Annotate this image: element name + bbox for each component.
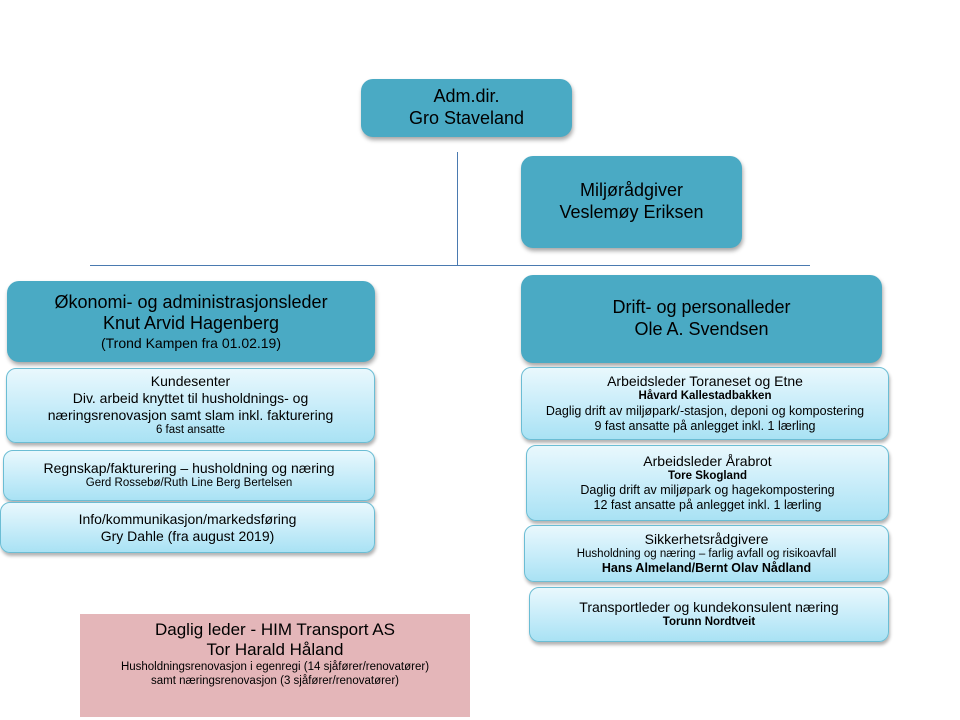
unit-line: Husholdning og næring – farlig avfall og…: [576, 547, 837, 560]
unit-line: næringsrenovasjon samt slam inkl. faktur…: [47, 407, 334, 423]
node-title: Adm.dir.: [433, 86, 500, 107]
unit-title: Arbeidsleder Årabrot: [643, 452, 772, 469]
unit-line: 9 fast ansatte på anlegget inkl. 1 lærli…: [594, 418, 816, 433]
unit-line: 6 fast ansatte: [155, 423, 226, 436]
unit-title: Transportleder og kundekonsulent næring: [579, 599, 839, 616]
connector-horizontal: [90, 265, 810, 266]
unit-arabrot[interactable]: Arbeidsleder Årabrot Tore Skogland Dagli…: [526, 445, 889, 521]
unit-title: Sikkerhetsrådgivere: [644, 530, 769, 547]
node-name: Knut Arvid Hagenberg: [102, 313, 280, 334]
unit-name: Tore Skogland: [667, 469, 748, 482]
node-title: Økonomi- og administrasjonsleder: [54, 291, 328, 312]
unit-title: Info/kommunikasjon/markedsføring: [78, 510, 297, 527]
unit-toraneset[interactable]: Arbeidsleder Toraneset og Etne Håvard Ka…: [521, 367, 889, 440]
unit-info[interactable]: Info/kommunikasjon/markedsføring Gry Dah…: [0, 502, 375, 553]
unit-title: Kundesenter: [150, 373, 231, 390]
unit-kundesenter[interactable]: Kundesenter Div. arbeid knyttet til hush…: [6, 368, 375, 443]
unit-line: Daglig drift av miljøpark/-stasjon, depo…: [545, 403, 865, 418]
node-title: Drift- og personalleder: [612, 297, 791, 318]
unit-line: Daglig drift av miljøpark og hagekompost…: [580, 483, 835, 498]
node-drift-leder[interactable]: Drift- og personalleder Ole A. Svendsen: [521, 275, 882, 363]
unit-line: 12 fast ansatte på anlegget inkl. 1 lærl…: [593, 498, 822, 513]
unit-name: Hans Almeland/Bernt Olav Nådland: [601, 561, 812, 576]
node-him-transport[interactable]: Daglig leder - HIM Transport AS Tor Hara…: [80, 614, 470, 717]
node-note: (Trond Kampen fra 01.02.19): [100, 334, 282, 351]
unit-regnskap[interactable]: Regnskap/fakturering – husholdning og næ…: [3, 450, 375, 501]
unit-line: Gry Dahle (fra august 2019): [100, 527, 275, 544]
unit-name: Håvard Kallestadbakken: [638, 390, 772, 402]
node-name: Veslemøy Eriksen: [559, 202, 704, 222]
unit-name: Torunn Nordtveit: [662, 616, 756, 628]
node-title: Daglig leder - HIM Transport AS: [155, 620, 395, 639]
node-okonomi-leder[interactable]: Økonomi- og administrasjonsleder Knut Ar…: [7, 281, 375, 362]
node-name: Tor Harald Håland: [206, 640, 344, 660]
unit-title: Regnskap/fakturering – husholdning og næ…: [43, 460, 335, 477]
unit-title: Arbeidsleder Toraneset og Etne: [607, 373, 803, 390]
node-name: Ole A. Svendsen: [634, 319, 769, 339]
node-adm-dir[interactable]: Adm.dir. Gro Staveland: [361, 79, 572, 137]
unit-transportleder[interactable]: Transportleder og kundekonsulent næring …: [529, 587, 889, 642]
connector-vertical: [457, 152, 458, 266]
node-title: Miljørådgiver: [579, 180, 684, 201]
node-miljoradgiver[interactable]: Miljørådgiver Veslemøy Eriksen: [521, 156, 742, 248]
node-line: Husholdningsrenovasjon i egenregi (14 sj…: [120, 660, 430, 673]
unit-sikkerhet[interactable]: Sikkerhetsrådgivere Husholdning og nærin…: [524, 525, 889, 582]
unit-line: Gerd Rossebø/Ruth Line Berg Bertelsen: [85, 477, 293, 489]
unit-line: Div. arbeid knyttet til husholdnings- og: [72, 390, 309, 407]
node-line: samt næringsrenovasjon (3 sjåfører/renov…: [151, 674, 399, 687]
node-name: Gro Staveland: [408, 108, 525, 128]
